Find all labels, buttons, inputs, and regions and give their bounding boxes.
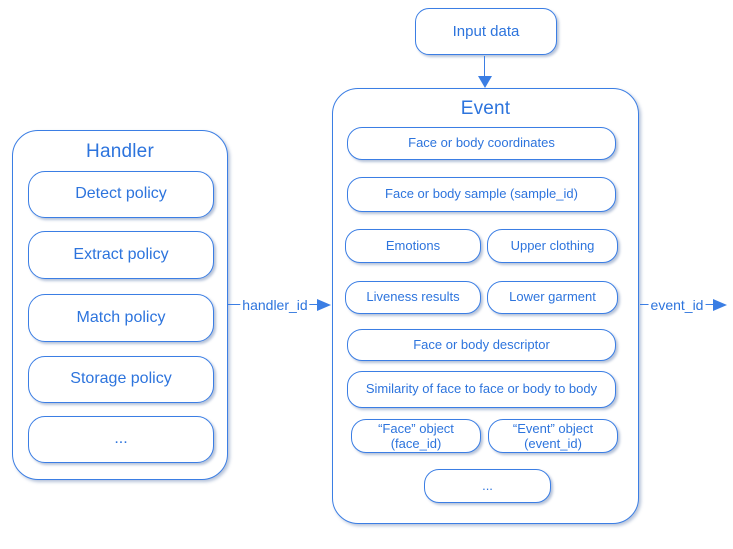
node-similarity: Similarity of face to face or body to bo… — [347, 371, 616, 408]
node-lower-garment-label: Lower garment — [509, 289, 596, 305]
edge-handler-event-arrowhead-icon — [317, 299, 331, 311]
node-match-policy-label: Match policy — [76, 308, 166, 326]
node-extract-policy-label: Extract policy — [73, 245, 169, 263]
edge-input-event-arrowhead-icon — [478, 76, 492, 88]
node-lower-garment: Lower garment — [487, 281, 618, 314]
node-upper-clothing-label: Upper clothing — [510, 237, 595, 253]
node-face-object-sublabel: (face_id) — [390, 436, 442, 451]
node-face-or-body-sample: Face or body sample (sample_id) — [347, 177, 616, 212]
node-event-object-label: “Event” object — [512, 420, 594, 436]
node-face-or-body-sample-label: Face or body sample (sample_id) — [385, 186, 578, 202]
node-event-object: “Event” object (event_id) — [488, 419, 618, 453]
node-emotions-label: Emotions — [385, 237, 441, 253]
node-liveness-results-label: Liveness results — [366, 289, 460, 305]
node-handler-ellipsis: ... — [28, 416, 214, 463]
node-match-policy: Match policy — [28, 294, 214, 342]
edge-handler-event-label: handler_id — [240, 297, 310, 313]
node-face-or-body-coordinates-label: Face or body coordinates — [408, 135, 555, 151]
handler-title: Handler — [86, 141, 154, 162]
node-face-or-body-descriptor-label: Face or body descriptor — [413, 336, 550, 352]
node-similarity-label: Similarity of face to face or body to bo… — [365, 381, 598, 397]
node-face-object: “Face” object (face_id) — [351, 419, 481, 453]
node-upper-clothing: Upper clothing — [487, 229, 618, 263]
node-storage-policy-label: Storage policy — [70, 370, 172, 388]
node-detect-policy: Detect policy — [28, 171, 214, 218]
node-detect-policy-label: Detect policy — [75, 185, 167, 203]
node-input-data: Input data — [415, 8, 557, 55]
edge-input-event-line — [484, 56, 485, 77]
node-handler-ellipsis-label: ... — [114, 430, 128, 448]
node-face-object-label: “Face” object — [378, 420, 454, 436]
node-face-or-body-descriptor: Face or body descriptor — [347, 329, 616, 361]
node-input-data-label: Input data — [452, 22, 520, 40]
node-event-ellipsis: ... — [424, 469, 551, 503]
event-title: Event — [460, 98, 511, 119]
handler-box: Handler Detect policy Extract policy Mat… — [12, 130, 228, 480]
edge-event-out-label: event_id — [648, 297, 706, 313]
edge-event-out-arrowhead-icon — [713, 299, 727, 311]
node-liveness-results: Liveness results — [345, 281, 481, 314]
node-face-or-body-coordinates: Face or body coordinates — [347, 127, 616, 160]
node-extract-policy: Extract policy — [28, 231, 214, 279]
node-emotions: Emotions — [345, 229, 481, 263]
node-event-ellipsis-label: ... — [482, 477, 493, 493]
node-event-object-sublabel: (event_id) — [524, 436, 582, 451]
event-box: Event Face or body coordinates Face or b… — [332, 88, 639, 524]
node-storage-policy: Storage policy — [28, 356, 214, 403]
